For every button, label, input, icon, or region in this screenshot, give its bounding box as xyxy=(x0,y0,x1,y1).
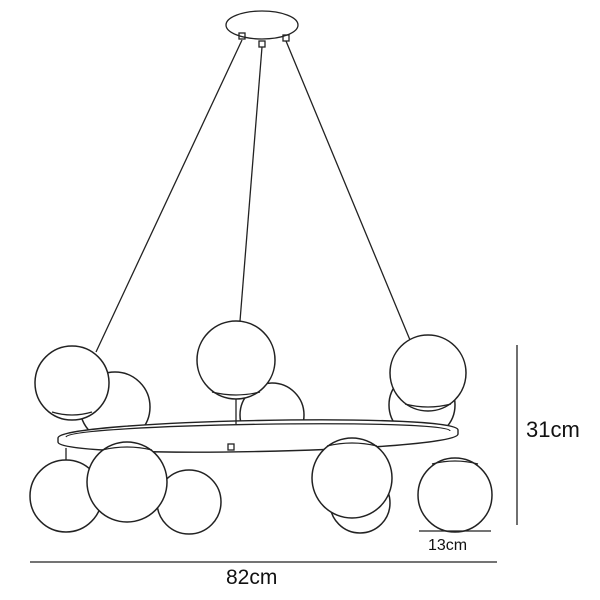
globe-diameter-label: 13cm xyxy=(428,537,468,554)
width-dimension-label: 82cm xyxy=(226,566,278,589)
height-dimension-label: 31cm xyxy=(526,417,580,442)
dimension-lines xyxy=(30,345,518,563)
suspension-cables xyxy=(95,39,411,353)
canopy xyxy=(225,10,299,48)
lower-globes xyxy=(29,437,493,535)
upper-globes xyxy=(34,320,467,424)
